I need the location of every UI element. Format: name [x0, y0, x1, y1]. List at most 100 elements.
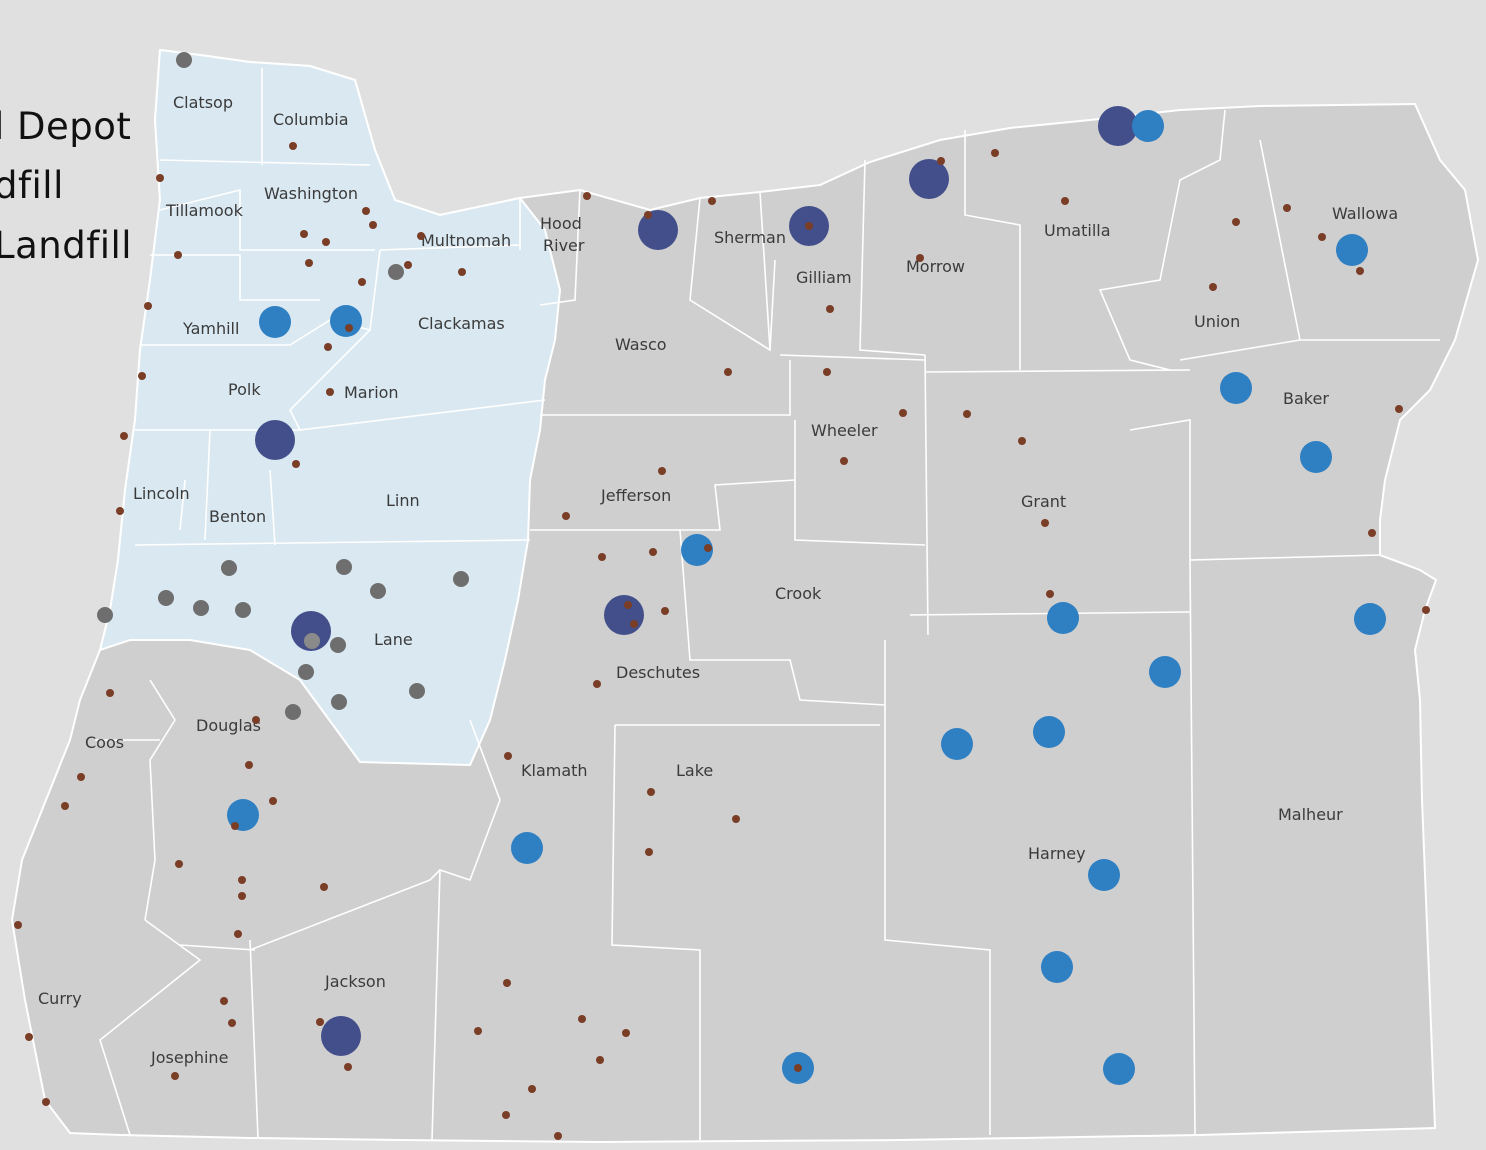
gray-facility-marker[interactable] — [285, 704, 301, 720]
small-site-dot[interactable] — [116, 507, 124, 515]
small-site-dot[interactable] — [1061, 197, 1069, 205]
small-site-dot[interactable] — [805, 222, 813, 230]
medium-facility-marker[interactable] — [1354, 603, 1386, 635]
small-site-dot[interactable] — [1356, 267, 1364, 275]
small-site-dot[interactable] — [404, 261, 412, 269]
small-site-dot[interactable] — [156, 174, 164, 182]
medium-facility-marker[interactable] — [1220, 372, 1252, 404]
gray-facility-marker[interactable] — [193, 600, 209, 616]
large-facility-marker[interactable] — [291, 611, 331, 651]
small-site-dot[interactable] — [171, 1072, 179, 1080]
small-site-dot[interactable] — [578, 1015, 586, 1023]
gray-facility-marker[interactable] — [176, 52, 192, 68]
small-site-dot[interactable] — [624, 601, 632, 609]
gray-facility-marker[interactable] — [97, 607, 113, 623]
small-site-dot[interactable] — [963, 410, 971, 418]
small-site-dot[interactable] — [369, 221, 377, 229]
small-site-dot[interactable] — [234, 930, 242, 938]
large-facility-marker[interactable] — [909, 159, 949, 199]
gray-facility-marker[interactable] — [409, 683, 425, 699]
medium-facility-marker[interactable] — [1336, 234, 1368, 266]
small-site-dot[interactable] — [630, 620, 638, 628]
small-site-dot[interactable] — [1046, 590, 1054, 598]
small-site-dot[interactable] — [269, 797, 277, 805]
small-site-dot[interactable] — [583, 192, 591, 200]
small-site-dot[interactable] — [238, 892, 246, 900]
small-site-dot[interactable] — [305, 259, 313, 267]
small-site-dot[interactable] — [596, 1056, 604, 1064]
small-site-dot[interactable] — [598, 553, 606, 561]
gray-facility-marker[interactable] — [304, 633, 320, 649]
large-facility-marker[interactable] — [321, 1016, 361, 1056]
small-site-dot[interactable] — [1395, 405, 1403, 413]
small-site-dot[interactable] — [937, 157, 945, 165]
facility-markers[interactable] — [14, 52, 1430, 1140]
gray-facility-marker[interactable] — [388, 264, 404, 280]
medium-facility-marker[interactable] — [1047, 602, 1079, 634]
small-site-dot[interactable] — [362, 207, 370, 215]
small-site-dot[interactable] — [358, 278, 366, 286]
small-site-dot[interactable] — [292, 460, 300, 468]
small-site-dot[interactable] — [826, 305, 834, 313]
medium-facility-marker[interactable] — [259, 306, 291, 338]
medium-facility-marker[interactable] — [1033, 716, 1065, 748]
small-site-dot[interactable] — [593, 680, 601, 688]
small-site-dot[interactable] — [502, 1111, 510, 1119]
small-site-dot[interactable] — [120, 432, 128, 440]
small-site-dot[interactable] — [174, 251, 182, 259]
small-site-dot[interactable] — [554, 1132, 562, 1140]
gray-facility-marker[interactable] — [298, 664, 314, 680]
small-site-dot[interactable] — [1209, 283, 1217, 291]
small-site-dot[interactable] — [644, 211, 652, 219]
small-site-dot[interactable] — [1368, 529, 1376, 537]
medium-facility-marker[interactable] — [1041, 951, 1073, 983]
medium-facility-marker[interactable] — [1300, 441, 1332, 473]
medium-facility-marker[interactable] — [941, 728, 973, 760]
small-site-dot[interactable] — [14, 921, 22, 929]
small-site-dot[interactable] — [649, 548, 657, 556]
small-site-dot[interactable] — [708, 197, 716, 205]
small-site-dot[interactable] — [732, 815, 740, 823]
small-site-dot[interactable] — [231, 822, 239, 830]
small-site-dot[interactable] — [252, 716, 260, 724]
small-site-dot[interactable] — [326, 388, 334, 396]
gray-facility-marker[interactable] — [330, 637, 346, 653]
medium-facility-marker[interactable] — [1132, 110, 1164, 142]
small-site-dot[interactable] — [840, 457, 848, 465]
large-facility-marker[interactable] — [1098, 106, 1138, 146]
large-facility-marker[interactable] — [638, 210, 678, 250]
small-site-dot[interactable] — [647, 788, 655, 796]
small-site-dot[interactable] — [42, 1098, 50, 1106]
small-site-dot[interactable] — [245, 761, 253, 769]
small-site-dot[interactable] — [724, 368, 732, 376]
small-site-dot[interactable] — [324, 343, 332, 351]
gray-facility-marker[interactable] — [331, 694, 347, 710]
large-facility-marker[interactable] — [604, 595, 644, 635]
small-site-dot[interactable] — [1041, 519, 1049, 527]
large-facility-marker[interactable] — [255, 420, 295, 460]
small-site-dot[interactable] — [175, 860, 183, 868]
small-site-dot[interactable] — [289, 142, 297, 150]
medium-facility-marker[interactable] — [1103, 1053, 1135, 1085]
small-site-dot[interactable] — [916, 254, 924, 262]
small-site-dot[interactable] — [562, 512, 570, 520]
small-site-dot[interactable] — [704, 544, 712, 552]
small-site-dot[interactable] — [300, 230, 308, 238]
small-site-dot[interactable] — [899, 409, 907, 417]
small-site-dot[interactable] — [794, 1064, 802, 1072]
small-site-dot[interactable] — [238, 876, 246, 884]
gray-facility-marker[interactable] — [370, 583, 386, 599]
small-site-dot[interactable] — [345, 324, 353, 332]
gray-facility-marker[interactable] — [235, 602, 251, 618]
small-site-dot[interactable] — [61, 802, 69, 810]
small-site-dot[interactable] — [991, 149, 999, 157]
medium-facility-marker[interactable] — [1149, 656, 1181, 688]
small-site-dot[interactable] — [320, 883, 328, 891]
small-site-dot[interactable] — [220, 997, 228, 1005]
small-site-dot[interactable] — [661, 607, 669, 615]
small-site-dot[interactable] — [228, 1019, 236, 1027]
medium-facility-marker[interactable] — [511, 832, 543, 864]
small-site-dot[interactable] — [458, 268, 466, 276]
small-site-dot[interactable] — [144, 302, 152, 310]
small-site-dot[interactable] — [344, 1063, 352, 1071]
